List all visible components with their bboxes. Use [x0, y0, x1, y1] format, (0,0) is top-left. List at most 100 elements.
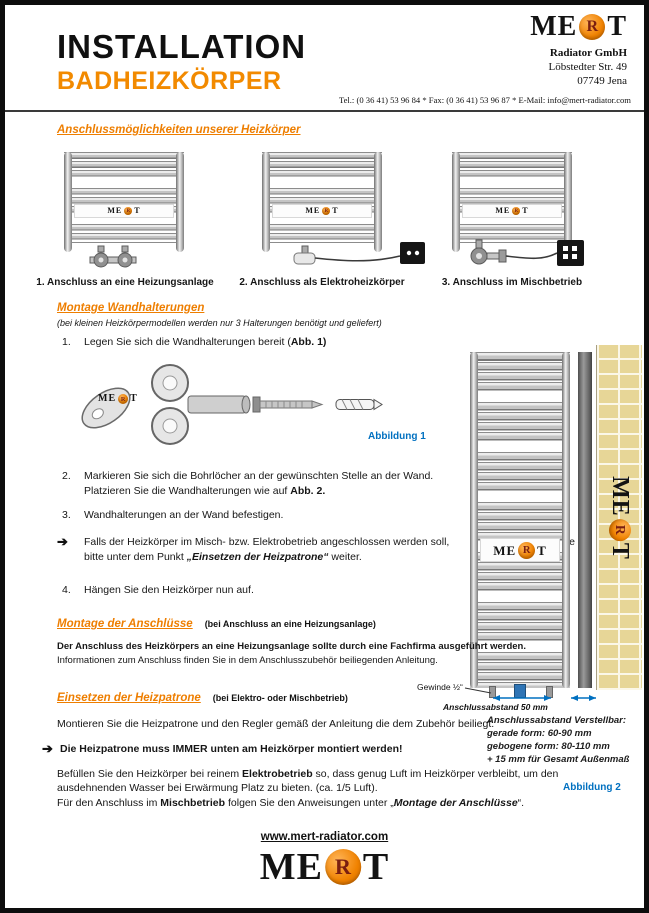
section-heading-row-cartridge: Einsetzen der Heizpatrone (bei Elektro- … — [57, 692, 348, 704]
logo-r-circle-icon: R — [124, 207, 133, 215]
p2-pre: Befüllen Sie den Heizkörper bei reinem — [57, 768, 243, 780]
p2-post: so, dass genug Luft im Heizkörper verble… — [312, 768, 559, 780]
radiator-bottom-blank — [270, 243, 374, 252]
mixed-note-line2-post: weiter. — [328, 551, 362, 563]
mixed-note-line1: Falls der Heizkörper im Misch- bzw. Elek… — [84, 536, 450, 548]
radiator-graphic: ME R T — [64, 152, 184, 252]
radiator-brand-band: ME R T — [272, 204, 372, 218]
connections-bold-paragraph: Der Anschluss des Heizkörpers an eine He… — [57, 641, 526, 652]
logo-letter-r: R — [334, 854, 351, 879]
p3-pre: Für den Anschluss im — [57, 797, 161, 809]
step1-text: Legen Sie sich die Wandhalterungen berei… — [84, 336, 326, 348]
step1-text-post: ) — [322, 336, 327, 348]
mert-logo-mini: ME R T — [305, 207, 338, 215]
figure2-tall-radiator: ME R T — [470, 352, 570, 688]
logo-r-circle-icon: R — [118, 394, 129, 404]
adjustable-distance-block: Anschlussabstand Verstellbar: gerade for… — [487, 714, 629, 766]
step2-line2-bold: Abb. 2. — [290, 485, 326, 497]
step2-line2: Platzieren Sie die Wandhalterungen wie a… — [84, 485, 325, 497]
section-heading-cartridge: Einsetzen der Heizpatrone — [57, 692, 201, 704]
logo-r-circle-icon: R — [322, 207, 331, 215]
logo-letter-r: R — [586, 18, 599, 35]
website-link[interactable]: www.mert-radiator.com — [260, 831, 389, 843]
figure-caption-mixed: 3. Anschluss im Mischbetrieb — [441, 277, 583, 288]
section-heading-note: (bei Anschluss an eine Heizungsanlage) — [204, 619, 376, 629]
thread-size-label: Gewinde ½“ — [417, 682, 463, 692]
radiator-graphic: ME R T — [470, 352, 570, 688]
wall-bracket-drawing — [81, 364, 383, 445]
arrow-bullet-icon: ➔ — [42, 741, 53, 756]
cartridge-warning: Die Heizpatrone muss IMMER unten am Heiz… — [60, 743, 403, 755]
radiator-rail-left — [470, 352, 478, 688]
logo-r-circle-icon: R — [608, 518, 631, 541]
mert-logo-header: ME R T — [530, 13, 627, 41]
logo-letter-t: T — [362, 846, 390, 888]
figure2-label: Abbildung 2 — [563, 782, 621, 793]
figure-radiator-mixed: ME R T — [452, 152, 584, 266]
radiator-rail-left — [64, 152, 72, 252]
step1-text-bold: Abb. 1 — [290, 336, 323, 348]
address-street: Löbstedter Str. 49 — [548, 60, 627, 73]
mert-logo-wall: ME R T — [606, 475, 633, 560]
figure-caption-electric: 2. Anschluss als Elektroheizkörper — [239, 277, 405, 288]
logo-r-circle-icon: R — [579, 14, 606, 40]
logo-letters-me: ME — [305, 206, 321, 215]
radiator-rail-right — [176, 152, 184, 252]
logo-letter-t: T — [332, 206, 339, 215]
connections-info-paragraph: Informationen zum Anschluss finden Sie i… — [57, 655, 438, 666]
step2-line1: Markieren Sie sich die Bohrlöcher an der… — [84, 470, 434, 482]
logo-letters-me: ME — [606, 475, 633, 517]
logo-letter-r: R — [522, 544, 531, 556]
logo-letters-me: ME — [530, 11, 578, 42]
wall-mounting-note: (bei kleinen Heizkörpermodellen werden n… — [57, 318, 382, 328]
adjustable-distance-outer: + 15 mm für Gesamt Außenmaß — [487, 754, 630, 765]
mixed-operation-graphic — [470, 239, 584, 266]
section-heading-connection-assembly: Montage der Anschlüsse — [57, 618, 193, 630]
logo-r-circle-icon: R — [512, 207, 521, 215]
radiator-graphic: ME R T — [452, 152, 572, 252]
section-heading-connection-options: Anschlussmöglichkeiten unserer Heizkörpe… — [57, 124, 301, 136]
header-divider — [5, 110, 644, 112]
mounting-rail — [578, 352, 592, 688]
mert-logo-watermark: ME R T — [98, 394, 138, 404]
p3-bold: Mischbetrieb — [160, 797, 226, 809]
logo-letter-r: R — [120, 395, 126, 403]
radiator-brand-band: ME R T — [480, 538, 560, 562]
logo-letter-t: T — [130, 393, 138, 404]
p3-mid: folgen Sie den Anweisungen unter „ — [225, 797, 394, 809]
logo-letters-me: ME — [259, 846, 323, 888]
radiator-bottom-blank — [460, 243, 564, 252]
logo-letter-r: R — [612, 524, 628, 535]
radiator-rail-right — [564, 152, 572, 252]
logo-r-circle-icon: R — [324, 849, 361, 885]
step4-text: Hängen Sie den Heizkörper nun auf. — [84, 584, 254, 596]
heating-valves-graphic — [89, 245, 137, 268]
contact-line: Tel.: (0 36 41) 53 96 84 * Fax: (0 36 41… — [338, 95, 631, 105]
radiator-brand-band: ME R T — [74, 204, 174, 218]
mixed-note-line2: bitte unter dem Punkt „Einsetzen der Hei… — [84, 551, 362, 563]
logo-letter-t: T — [134, 206, 141, 215]
adjustable-distance-straight: gerade form: 60-90 mm — [487, 728, 592, 739]
figure1-wall-brackets: ME R T — [70, 356, 410, 456]
cartridge-paragraph2-line1: Befüllen Sie den Heizkörper bei reinem E… — [57, 768, 558, 780]
section-heading-row-connections: Montage der Anschlüsse (bei Anschluss an… — [57, 618, 376, 630]
page-title: INSTALLATION — [57, 28, 307, 65]
figure-radiator-heating: ME R T — [64, 152, 184, 268]
dimension-annotations — [464, 687, 596, 701]
mert-logo-radiator: ME R T — [493, 541, 547, 559]
step2-line2-pre: Platzieren Sie die Wandhalterungen wie a… — [84, 485, 291, 497]
logo-letter-t: T — [522, 206, 529, 215]
mert-logo-footer: ME R T — [260, 848, 390, 886]
company-name: Radiator GmbH — [549, 47, 627, 59]
radiator-rail-left — [262, 152, 270, 252]
logo-letter-t: T — [606, 542, 633, 560]
page-subtitle: BADHEIZKÖRPER — [57, 67, 282, 95]
adjustable-distance-title: Anschlussabstand Verstellbar: — [487, 715, 627, 726]
figure-radiator-electric: ME R T — [262, 152, 425, 265]
step1-text-pre: Legen Sie sich die Wandhalterungen berei… — [84, 336, 291, 348]
step2-number: 2. — [62, 470, 71, 482]
radiator-rail-left — [452, 152, 460, 252]
step3-text: Wandhalterungen an der Wand befestigen. — [84, 509, 284, 521]
radiator-rail-right — [374, 152, 382, 252]
